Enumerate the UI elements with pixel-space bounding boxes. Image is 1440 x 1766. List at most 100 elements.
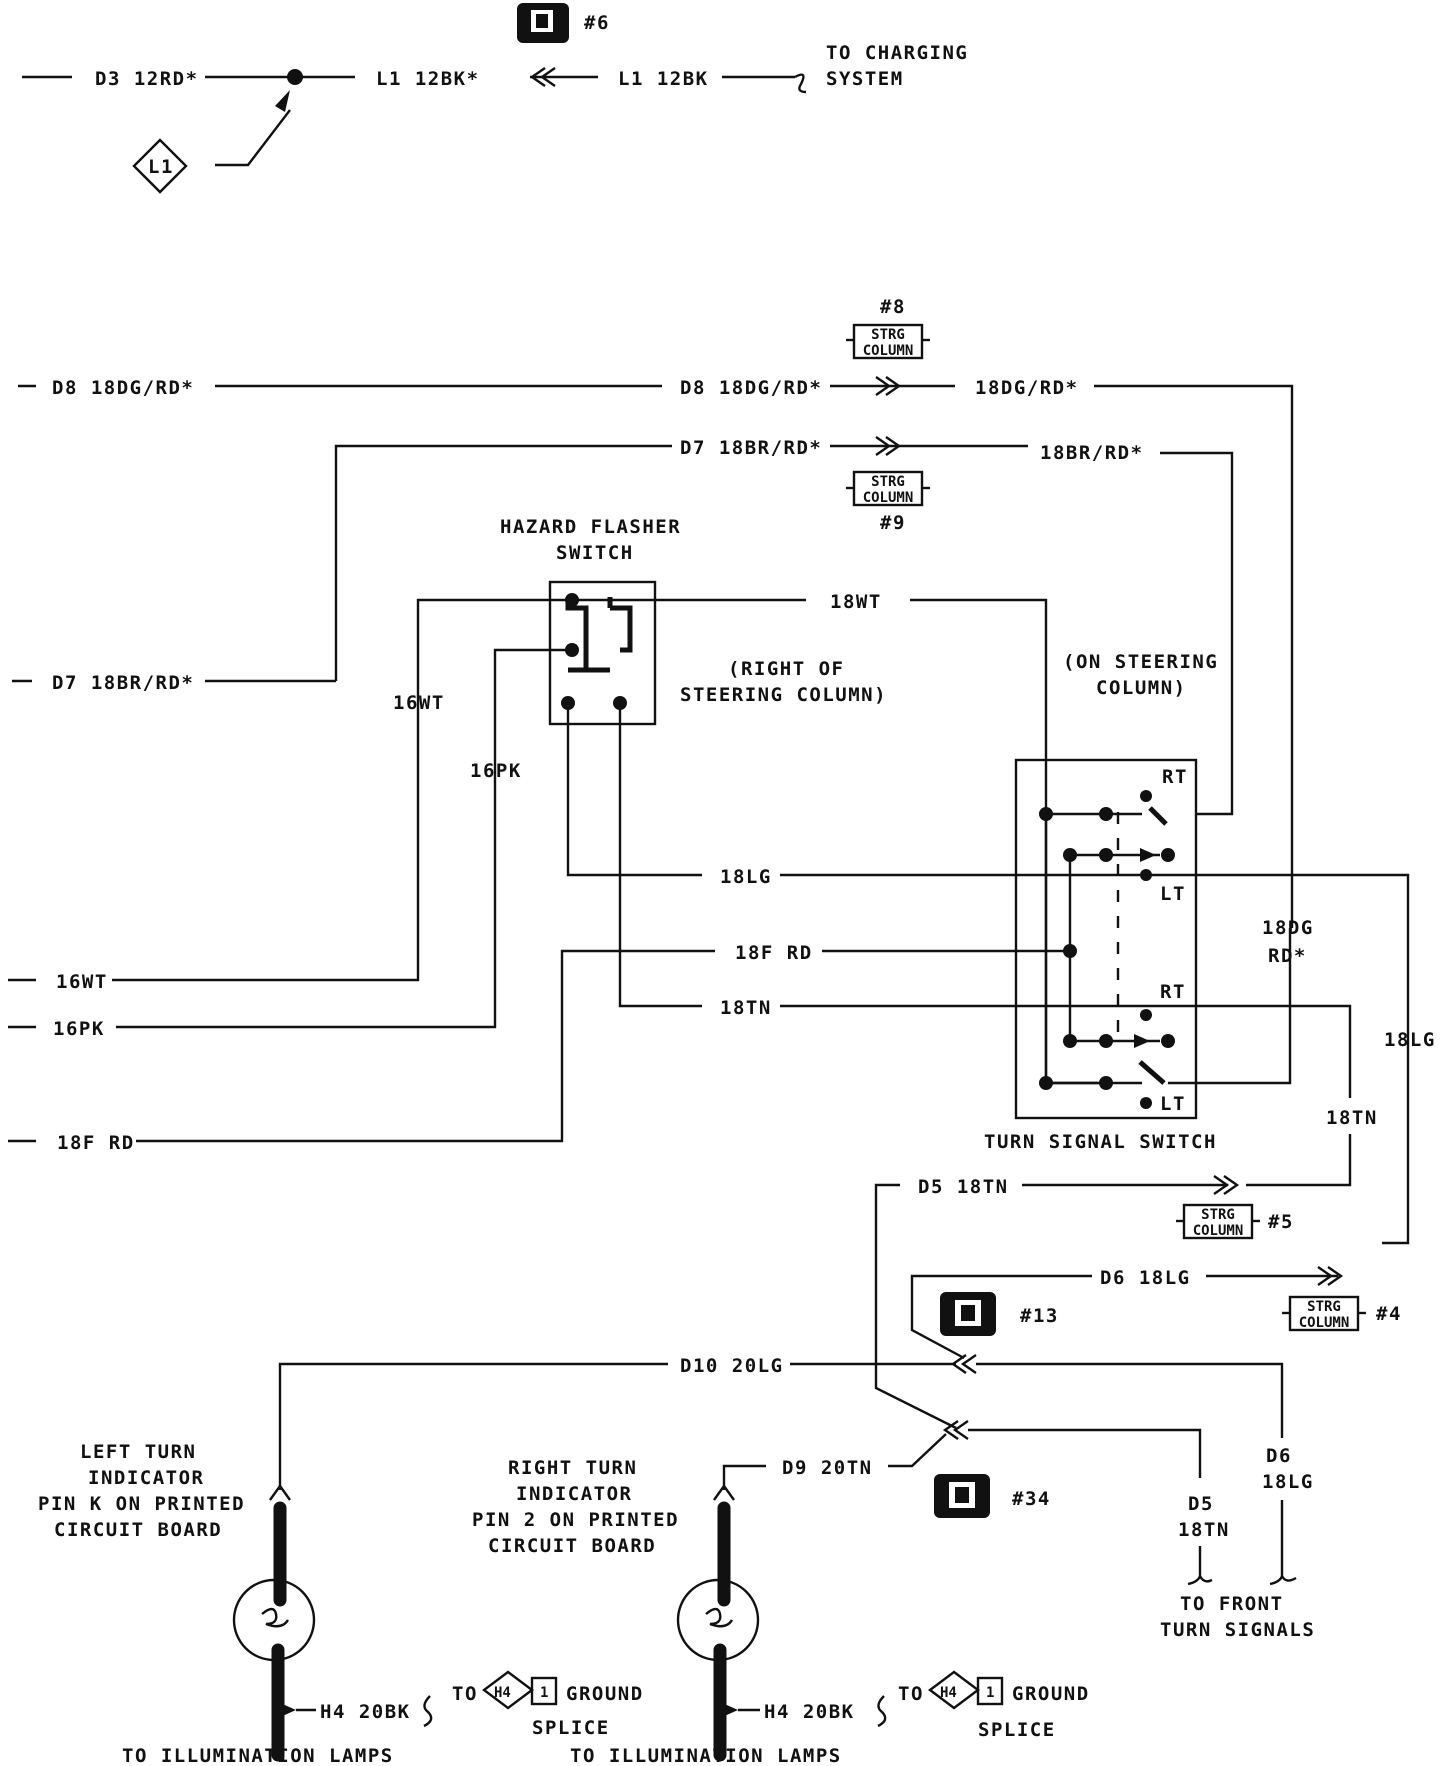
right-h4-label: H4 20BK (764, 1701, 855, 1723)
inline-connector-chevron (875, 376, 902, 396)
right-indicator-line-3: PIN 2 ON PRINTED (472, 1509, 679, 1531)
ground-pin-label: 1 (540, 1685, 548, 1701)
wire-d10-label: D10 20LG (680, 1355, 784, 1377)
d6-bottom-label-1: D6 (1266, 1445, 1292, 1467)
to-charging-label: TO CHARGING (826, 42, 968, 64)
left-ground-splice: TO H4 1 GROUND SPLICE (452, 1670, 644, 1739)
splice-label: SPLICE (978, 1719, 1056, 1741)
h4-diamond (928, 1670, 980, 1710)
wire-16wt-label: 16WT (393, 692, 445, 714)
strg-label: STRG (1201, 1207, 1235, 1223)
turn-location-1: (ON STEERING (1063, 651, 1218, 673)
charging-section: #6 D3 12RD* L1 12BK* L1 12BK TO CHARGING… (22, 3, 968, 194)
wire-18tn-right-label: 18TN (1326, 1107, 1378, 1129)
arrow-head (275, 90, 290, 112)
lower-wires: D5 18TN STRG COLUMN #5 D6 18LG STRG COLU… (278, 1175, 1402, 1641)
hazard-switch-contacts (565, 597, 633, 673)
turn-signal-switch: (ON STEERING COLUMN) RT LT RT LT (984, 651, 1292, 1153)
ground-label: GROUND (566, 1683, 644, 1705)
turn-switch-name: TURN SIGNAL SWITCH (984, 1131, 1217, 1153)
wire-d8-mid-label: D8 18DG/RD* (680, 377, 822, 399)
right-bottom-label: TO ILLUMINATION LAMPS (570, 1745, 842, 1766)
left-18frd-label: 18F RD (57, 1132, 135, 1154)
wire-18tn-label: 18TN (720, 997, 772, 1019)
hazard-location-1: (RIGHT OF (728, 658, 844, 680)
connector-ref-9: #9 (880, 512, 906, 534)
inline-connector-chevron (1317, 1266, 1344, 1286)
strg-column-box-8 (852, 323, 924, 360)
right-indicator-line-4: CIRCUIT BOARD (488, 1535, 656, 1557)
wire-d9-label: D9 20TN (782, 1457, 873, 1479)
splice-dot (287, 69, 303, 85)
left-h4-label: H4 20BK (320, 1701, 411, 1723)
wire-18dg-label: 18DG (1262, 917, 1314, 939)
left-16wt-label: 16WT (56, 971, 108, 993)
rt-label-top: RT (1162, 766, 1188, 788)
wire-d8-right-label: 18DG/RD* (975, 377, 1079, 399)
h4-diamond (482, 1670, 534, 1710)
hazard-switch-box (548, 580, 657, 726)
strg-label: STRG (871, 474, 905, 490)
top-wires: #8 STRG COLUMN D8 18DG/RD* D8 18DG/RD* 1… (12, 296, 1294, 928)
connector-ref-8: #8 (880, 296, 906, 318)
ground-label: GROUND (1012, 1683, 1090, 1705)
break-symbol (794, 73, 807, 94)
column-label: COLUMN (863, 343, 914, 359)
wire-18wt-label: 18WT (830, 591, 882, 613)
turn-signals-label: TURN SIGNALS (1160, 1619, 1315, 1641)
wire-rd-label: RD* (1268, 945, 1307, 967)
right-side-wires: 18DG RD* 18LG 18TN (1246, 917, 1436, 1187)
turn-signal-switch-box (1014, 758, 1198, 1120)
connector-ref-5: #5 (1268, 1211, 1294, 1233)
right-turn-indicator: RIGHT TURN INDICATOR PIN 2 ON PRINTED CI… (472, 1457, 887, 1766)
wire-d7-left-label: D7 18BR/RD* (52, 672, 194, 694)
break-symbol (1269, 1500, 1297, 1586)
column-label: COLUMN (863, 490, 914, 506)
inline-connector-chevron (875, 436, 902, 456)
hazard-flasher-switch: HAZARD FLASHER SWITCH (RIGHT OF STEERING… (112, 516, 1410, 1245)
wire-16pk-label: 16PK (470, 760, 522, 782)
system-label: SYSTEM (826, 68, 904, 90)
h4-label: H4 (494, 1685, 511, 1701)
wire-d7-mid-label: D7 18BR/RD* (680, 437, 822, 459)
wire-d8-left-label: D8 18DG/RD* (52, 377, 194, 399)
connector-ref-4: #4 (1376, 1303, 1402, 1325)
wire-18lg-right-label: 18LG (1384, 1029, 1436, 1051)
lt-label-top: LT (1160, 883, 1186, 905)
inline-connector-chevron (1213, 1175, 1240, 1195)
connector-ref-13: #13 (1020, 1305, 1059, 1327)
connector-ref-6: #6 (584, 12, 610, 34)
wire-l1-bk-star-label: L1 12BK* (376, 68, 480, 90)
l1-diamond-label: L1 (148, 156, 174, 178)
wire-d7-right-label: 18BR/RD* (1040, 442, 1144, 464)
d5-bottom-label-1: D5 (1188, 1493, 1214, 1515)
wire-l1-bk-label: L1 12BK (618, 68, 709, 90)
right-indicator-line-1: RIGHT TURN (508, 1457, 637, 1479)
hazard-title-2: SWITCH (556, 542, 634, 564)
wire-18frd-label: 18F RD (735, 942, 813, 964)
wire-d3-label: D3 12RD* (95, 68, 199, 90)
left-16pk-label: 16PK (53, 1018, 105, 1040)
left-indicator-line-1: LEFT TURN (80, 1441, 196, 1463)
to-front-label: TO FRONT (1180, 1593, 1284, 1615)
wire-d6-label: D6 18LG (1100, 1267, 1191, 1289)
ground-pin-label: 1 (986, 1685, 994, 1701)
d6-bottom-label-2: 18LG (1262, 1471, 1314, 1493)
splice-label: SPLICE (532, 1717, 610, 1739)
connector-ref-34: #34 (1012, 1488, 1051, 1510)
lt-label-bottom: LT (1160, 1093, 1186, 1115)
break-symbol (423, 1695, 433, 1728)
rt-label-bottom: RT (1160, 981, 1186, 1003)
inline-connector-chevron (950, 1354, 977, 1374)
wire-d5-label: D5 18TN (918, 1176, 1009, 1198)
inline-connector-chevron (942, 1420, 969, 1440)
break-symbol (1187, 1546, 1213, 1586)
left-indicator-line-2: INDICATOR (88, 1467, 204, 1489)
strg-label: STRG (871, 327, 905, 343)
hazard-location-2: STEERING COLUMN) (680, 684, 887, 706)
wire-18lg-label: 18LG (720, 866, 772, 888)
right-ground-splice: TO H4 1 GROUND SPLICE (898, 1670, 1090, 1741)
l1-diamond (132, 138, 188, 194)
ground-to-label: TO (452, 1683, 478, 1705)
